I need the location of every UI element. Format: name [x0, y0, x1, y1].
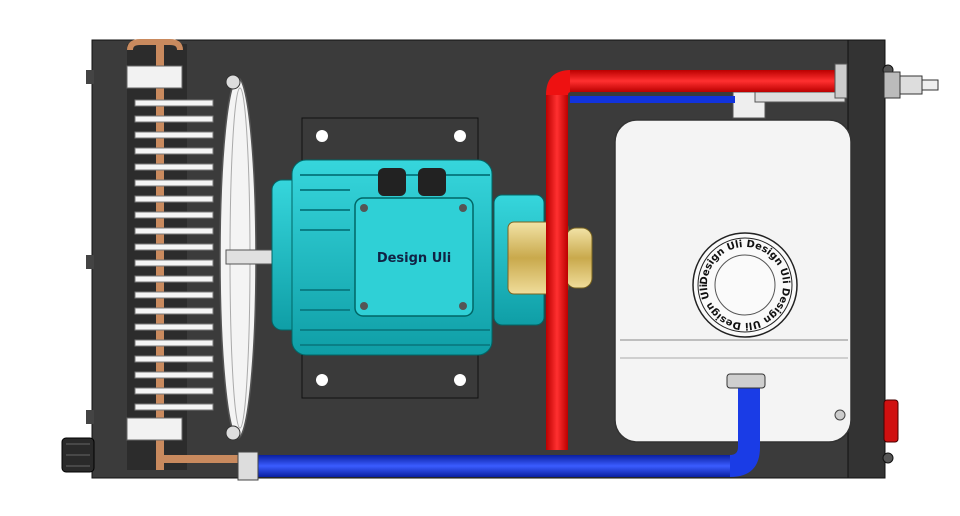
- radiator-fin: [134, 195, 214, 203]
- radiator-fin: [134, 339, 214, 347]
- cold-water-pipe: [237, 96, 766, 481]
- motor-label: Design Uli: [377, 251, 451, 266]
- radiator-fin: [134, 115, 214, 123]
- radiator-fin: [134, 211, 214, 219]
- radiator-fin: [134, 291, 214, 299]
- cable-gland: [61, 437, 95, 473]
- radiator-fin: [134, 131, 214, 139]
- radiator: [126, 39, 244, 470]
- radiator-fin: [134, 355, 214, 363]
- hot-water-pipe: [546, 63, 848, 450]
- tank-cap: [692, 232, 798, 338]
- electric-motor: Design Uli: [271, 159, 493, 356]
- quick-connector: [883, 71, 939, 99]
- radiator-fin: [134, 243, 214, 251]
- radiator-fin: [134, 227, 214, 235]
- power-switch[interactable]: [883, 399, 899, 443]
- radiator-fin: [134, 179, 214, 187]
- radiator-fin: [134, 163, 214, 171]
- radiator-fin: [134, 147, 214, 155]
- radiator-fin: [134, 323, 214, 331]
- radiator-fin: [134, 275, 214, 283]
- fan: [219, 74, 277, 441]
- radiator-fin: [134, 403, 214, 411]
- radiator-fin: [134, 99, 214, 107]
- radiator-fin: [134, 371, 214, 379]
- water-tank: Design Uli Design Uli Design Uli Design …: [614, 91, 852, 443]
- radiator-fin: [134, 307, 214, 315]
- radiator-fin: [134, 259, 214, 267]
- radiator-fin: [134, 387, 214, 395]
